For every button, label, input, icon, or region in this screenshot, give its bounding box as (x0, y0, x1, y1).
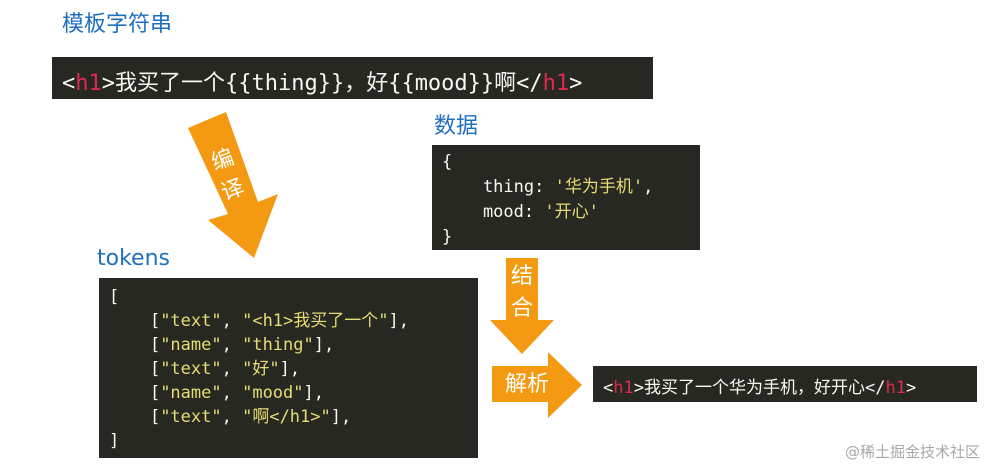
result-code-block: <h1>我买了一个华为手机，好开心</h1> (593, 366, 977, 402)
compile-arrow-shape (188, 112, 278, 258)
token-row-suffix: ], (388, 311, 409, 331)
token-row-suffix: ], (330, 407, 352, 427)
data-line-open: { (442, 152, 453, 172)
token-type: "text" (160, 359, 222, 379)
token-value: "好" (242, 359, 280, 379)
result-code-lt: < (603, 378, 614, 398)
data-value-thing: '华为手机' (554, 177, 644, 197)
result-code-gt: > (905, 378, 917, 398)
token-type: "text" (160, 407, 222, 427)
result-code-tag-open: h1 (613, 378, 634, 398)
token-row-suffix: ], (313, 335, 335, 355)
combine-arrow (490, 258, 554, 354)
tokens-code-block: [ ["text", "<h1>我买了一个"], ["name", "thing… (99, 278, 478, 458)
data-key-mood: mood: (442, 202, 545, 222)
tokens-close-bracket: ] (109, 431, 120, 451)
parse-label: 解析 (505, 372, 550, 397)
token-row-prefix: [ (109, 383, 161, 403)
data-line-close: } (442, 227, 453, 247)
token-type: "name" (160, 383, 222, 403)
template-code-tag-close: h1 (542, 71, 570, 96)
data-value-mood: '开心' (544, 202, 599, 222)
parse-arrow (492, 352, 582, 418)
token-row: ["text", "好"], (109, 357, 478, 381)
token-value: "<h1>我买了一个" (242, 311, 389, 331)
combine-label-1: 结 (511, 264, 534, 289)
token-value: "mood" (242, 383, 304, 403)
data-key-thing: thing: (442, 177, 555, 197)
template-code-block: <h1>我买了一个{{thing}}，好{{mood}}啊</h1> (52, 57, 653, 99)
token-value: "thing" (242, 335, 314, 355)
template-code-body: >我买了一个{{thing}}，好{{mood}}啊</ (101, 71, 543, 96)
token-row: ["name", "thing"], (109, 333, 478, 357)
token-separator: , (221, 311, 243, 331)
token-row-prefix: [ (109, 407, 161, 427)
template-code-tag-open: h1 (75, 71, 102, 96)
combine-label-2: 合 (511, 296, 534, 321)
tokens-heading: tokens (97, 246, 170, 271)
token-row: ["text", "啊</h1>"], (109, 405, 478, 429)
data-code-block: { thing: '华为手机', mood: '开心' } (432, 145, 700, 250)
token-value: "啊</h1>" (242, 407, 331, 427)
compile-arrow (188, 112, 278, 258)
data-comma: , (643, 177, 654, 197)
token-row-prefix: [ (109, 311, 161, 331)
token-type: "name" (160, 335, 222, 355)
data-line-mood: mood: '开心' (442, 200, 700, 225)
watermark: @稀土掘金技术社区 (844, 443, 980, 461)
result-code-body: >我买了一个华为手机，好开心</ (633, 378, 886, 398)
token-separator: , (221, 383, 243, 403)
data-line-thing: thing: '华为手机', (442, 175, 700, 200)
template-code-lt: < (62, 71, 76, 96)
token-row-prefix: [ (109, 335, 161, 355)
template-heading: 模板字符串 (62, 12, 173, 37)
combine-arrow-shape (490, 258, 554, 354)
template-code-gt: > (569, 71, 583, 96)
result-code-tag-close: h1 (885, 378, 906, 398)
token-separator: , (221, 359, 243, 379)
token-type: "text" (160, 311, 222, 331)
token-row: ["name", "mood"], (109, 381, 478, 405)
parse-arrow-shape (492, 352, 582, 418)
tokens-open-bracket: [ (109, 287, 120, 307)
token-row: ["text", "<h1>我买了一个"], (109, 309, 478, 333)
token-row-prefix: [ (109, 359, 161, 379)
data-heading: 数据 (434, 114, 479, 139)
token-separator: , (221, 335, 243, 355)
token-separator: , (221, 407, 243, 427)
token-row-suffix: ], (279, 359, 301, 379)
token-row-suffix: ], (303, 383, 324, 403)
